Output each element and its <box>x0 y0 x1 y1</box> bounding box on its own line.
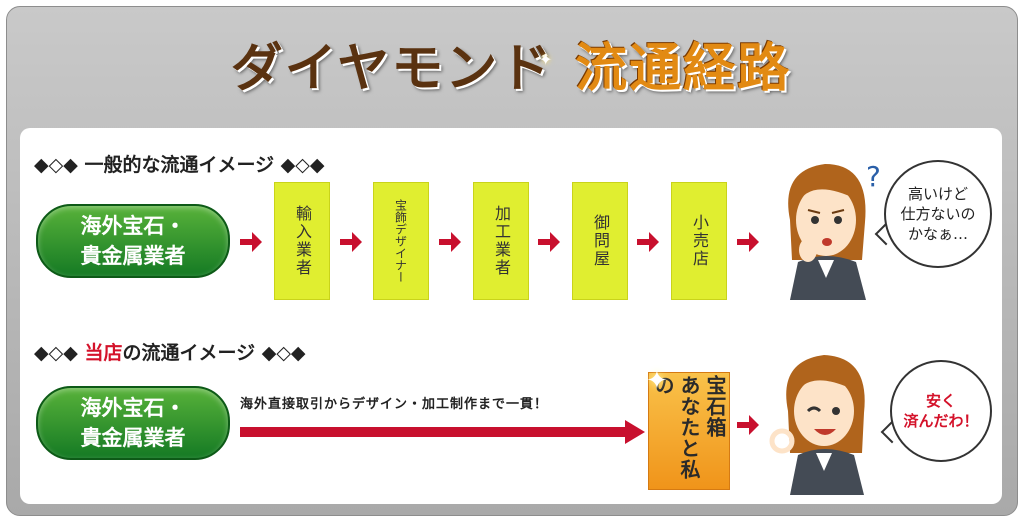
flow-step-2: 宝飾デザイナー <box>373 182 429 300</box>
arrow-icon <box>340 232 362 252</box>
flow-step-1-label: 輸入業者 <box>293 205 312 277</box>
title-part2: 流通経路 <box>575 39 792 99</box>
section1-source-line1: 海外宝石・ <box>80 214 186 238</box>
happy-woman-icon <box>769 355 865 495</box>
bubble2-line1: 安く <box>925 392 956 410</box>
section1-heading: ◆◇◆ 一般的な流通イメージ ◆◇◆ <box>34 154 325 176</box>
bubble1-line3: かなぁ… <box>907 225 968 243</box>
section2-source-pill: 海外宝石・ 貴金属業者 <box>36 386 230 460</box>
page-title: ダイヤモンド流通経路 <box>0 26 1022 101</box>
destination-box: あなたと私の 宝石箱 <box>648 372 730 490</box>
sparkle-icon: ✦ <box>539 50 553 69</box>
arrow-icon <box>737 415 759 435</box>
speech-bubble-2: 安く 済んだわ！ <box>890 360 992 462</box>
section2-heading-prefix: ◆◇◆ <box>34 342 85 364</box>
sparkle-icon: ✦ <box>646 366 668 396</box>
bubble1-line1: 高いけど <box>907 185 968 203</box>
section1-source-line2: 貴金属業者 <box>80 244 186 268</box>
flow-step-5: 小売店 <box>671 182 727 300</box>
flow-step-5-label: 小売店 <box>690 214 709 268</box>
bubble1-line2: 仕方ないの <box>900 205 976 223</box>
flow-step-3-label: 加工業者 <box>492 205 511 277</box>
title-part1: ダイヤモンド <box>230 39 554 99</box>
section2-heading-highlight: 当店 <box>84 342 123 364</box>
flow-step-4: 御問屋 <box>572 182 628 300</box>
question-mark-icon: ? <box>866 160 881 193</box>
section2-heading-suffix: の流通イメージ ◆◇◆ <box>122 342 306 364</box>
worried-woman-icon <box>788 164 866 300</box>
direct-trade-text: 海外直接取引からデザイン・加工制作まで一貫！ <box>240 397 549 412</box>
section2-heading: ◆◇◆ 当店の流通イメージ ◆◇◆ <box>34 338 306 365</box>
section2-source-line2: 貴金属業者 <box>80 426 186 450</box>
destination-line2: 宝石箱 <box>703 375 727 438</box>
flow-step-2-label: 宝飾デザイナー <box>393 199 408 283</box>
flow-step-1: 輸入業者 <box>274 182 330 300</box>
arrow-icon <box>637 232 659 252</box>
arrow-icon <box>240 232 262 252</box>
arrow-icon <box>737 232 759 252</box>
arrow-icon <box>538 232 560 252</box>
speech-bubble-1: 高いけど 仕方ないの かなぁ… <box>884 160 992 268</box>
section2-source-line1: 海外宝石・ <box>80 396 186 420</box>
bubble2-line2: 済んだわ！ <box>903 412 979 430</box>
section1-source-pill: 海外宝石・ 貴金属業者 <box>36 204 230 278</box>
arrow-icon <box>439 232 461 252</box>
flow-step-3: 加工業者 <box>473 182 529 300</box>
long-arrow-icon <box>240 420 645 444</box>
flow-step-4-label: 御問屋 <box>591 214 610 268</box>
destination-line1: あなたと私の <box>651 375 701 480</box>
